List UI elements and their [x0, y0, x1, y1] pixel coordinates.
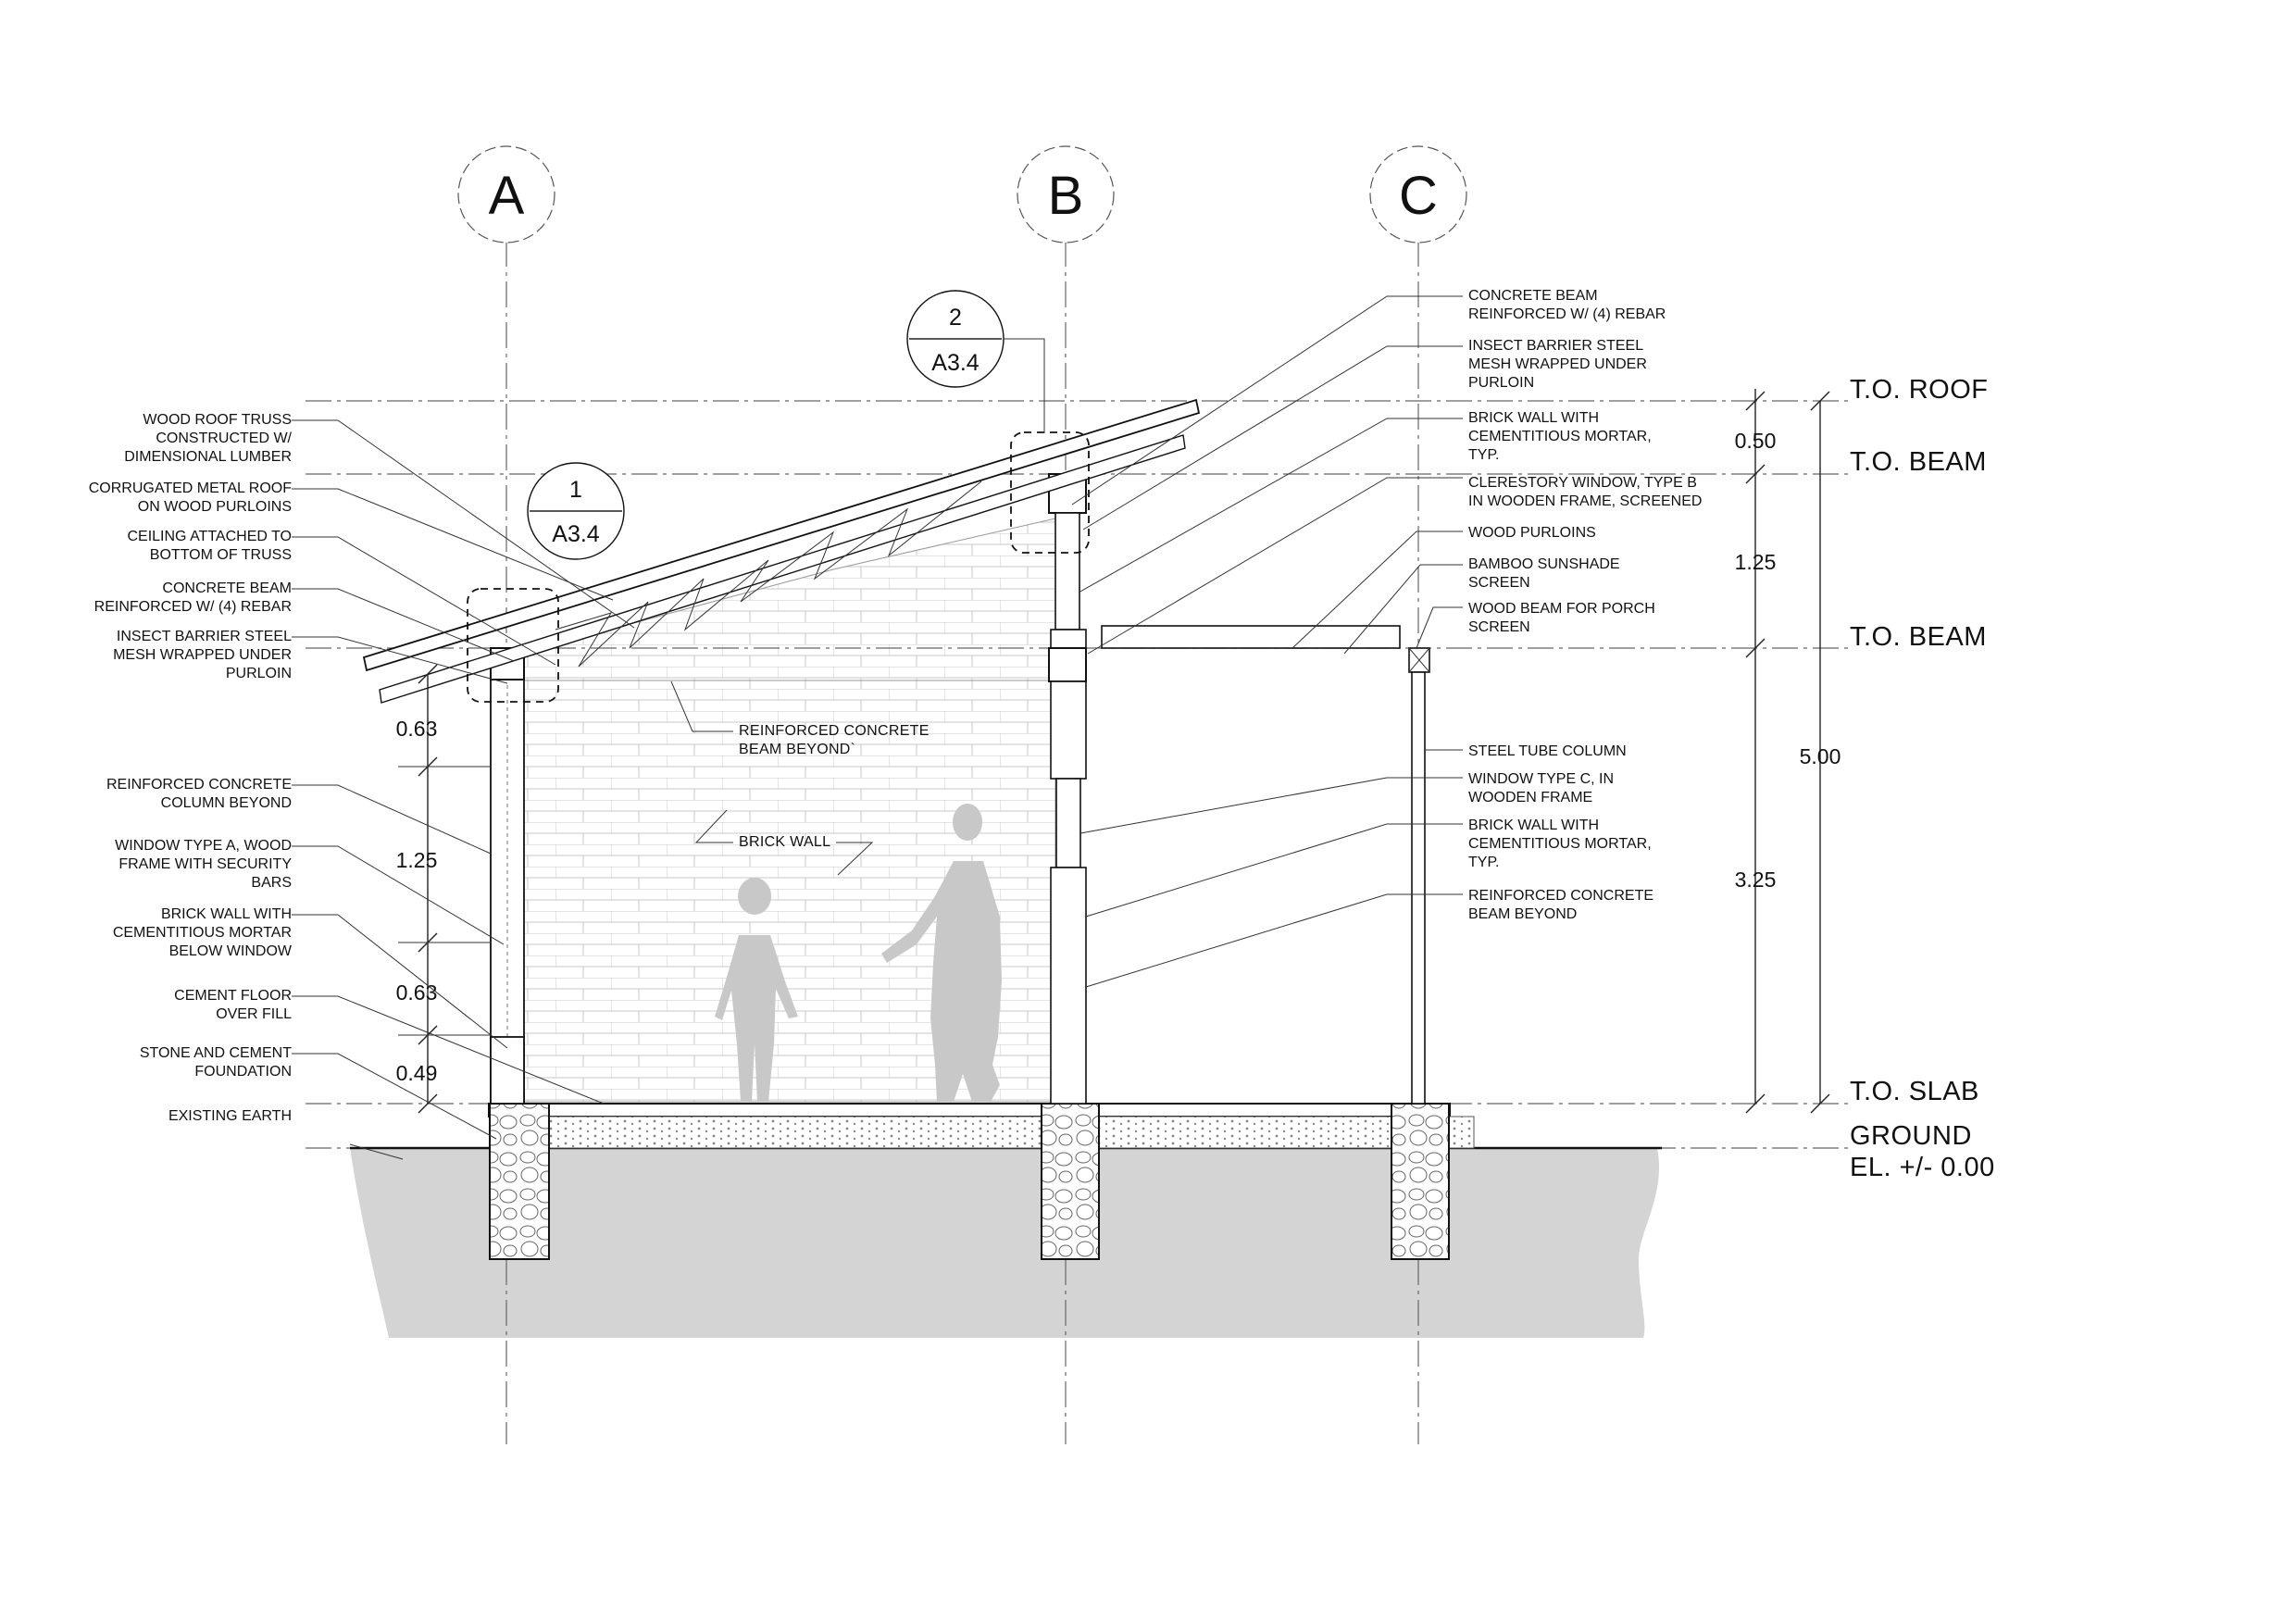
foundation-a	[489, 1103, 550, 1260]
cement-floor-slab	[488, 1103, 1451, 1117]
note-right-5: WOOD PURLOINS	[1468, 525, 1596, 541]
grid-bubble-c	[1369, 145, 1467, 243]
fill-below-slab	[547, 1116, 1475, 1149]
existing-earth-fill	[350, 1148, 1660, 1338]
detail-tag-1-sheet: A3.4	[552, 521, 600, 547]
level-to-slab: T.O. SLAB	[1850, 1077, 1979, 1106]
beam-b-lower	[1048, 647, 1087, 682]
detail-callout-1-area	[467, 588, 559, 703]
detail-tag-2-number: 2	[949, 305, 962, 331]
dimension-string-right	[1745, 389, 1830, 1114]
dim-right-1: 0.50	[1735, 429, 1777, 453]
level-to-beam-upper: T.O. BEAM	[1850, 447, 1987, 477]
column-b-mid	[1050, 680, 1087, 780]
dim-right-3: 3.25	[1735, 868, 1777, 892]
grid-label-b: B	[1048, 166, 1084, 226]
level-to-roof: T.O. ROOF	[1850, 375, 1989, 405]
level-elevation: EL. +/- 0.00	[1850, 1153, 1995, 1182]
note-beam-beyond-1: REINFORCED CONCRETE	[739, 723, 930, 739]
child-figure	[715, 878, 798, 1102]
woman-figure	[881, 804, 1002, 1102]
grid-bubble-a	[457, 145, 555, 243]
grid-label-a: A	[489, 166, 525, 226]
level-to-beam-lower: T.O. BEAM	[1850, 622, 1987, 652]
grid-label-c: C	[1399, 166, 1438, 226]
level-ground: GROUND	[1850, 1121, 1972, 1151]
grid-bubble-b	[1017, 145, 1115, 243]
dim-left-3: 0.63	[396, 980, 438, 1005]
leader-lines-right	[1071, 295, 1463, 988]
corrugated-roof	[362, 398, 1201, 672]
leader-lines-left	[292, 419, 635, 1160]
column-b-lower	[1050, 867, 1087, 1105]
foundation-b	[1041, 1103, 1100, 1260]
roof-truss-chord	[379, 434, 1186, 704]
dim-left-4: 0.49	[396, 1061, 438, 1085]
note-beam-beyond-2: BEAM BEYOND`	[739, 742, 855, 757]
note-right-8: STEEL TUBE COLUMN	[1468, 743, 1627, 759]
dim-left-1: 0.63	[396, 717, 438, 741]
column-a-base	[490, 1036, 525, 1105]
dim-right-total: 5.00	[1800, 744, 1841, 768]
column-b-top	[1050, 629, 1087, 649]
steel-tube-column	[1411, 671, 1426, 1105]
clerestory-b	[1054, 512, 1080, 630]
note-left-11: EXISTING EARTH	[168, 1108, 292, 1124]
note-brick-wall: BRICK WALL	[739, 834, 830, 850]
dim-right-2: 1.25	[1735, 550, 1777, 574]
detail-tag-1-number: 1	[569, 477, 582, 503]
detail-tag-2-sheet: A3.4	[931, 350, 980, 376]
window-type-c	[1055, 778, 1081, 868]
foundation-c	[1391, 1103, 1450, 1260]
porch-beam	[1101, 625, 1401, 649]
dim-left-2: 1.25	[396, 848, 438, 872]
detail-callout-2-area	[1010, 431, 1090, 554]
